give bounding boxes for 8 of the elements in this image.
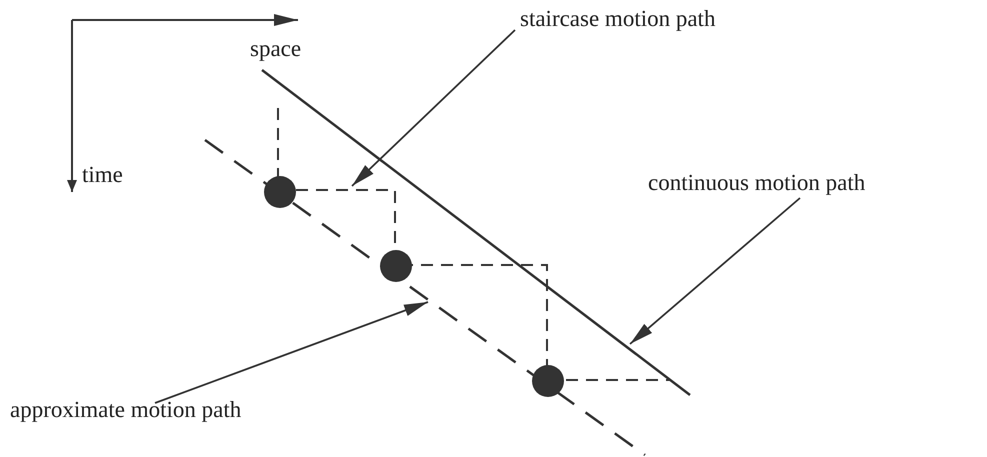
axis-label: time: [82, 162, 123, 188]
axis-label: space: [250, 36, 302, 62]
leader-arrow: [351, 29, 516, 187]
callout-text: staircase motion path: [520, 6, 716, 32]
callout-text: approximate motion path: [10, 397, 242, 423]
callout-text: continuous motion path: [648, 170, 866, 196]
leader-arrow: [629, 197, 801, 345]
leader-arrow: [154, 301, 428, 404]
